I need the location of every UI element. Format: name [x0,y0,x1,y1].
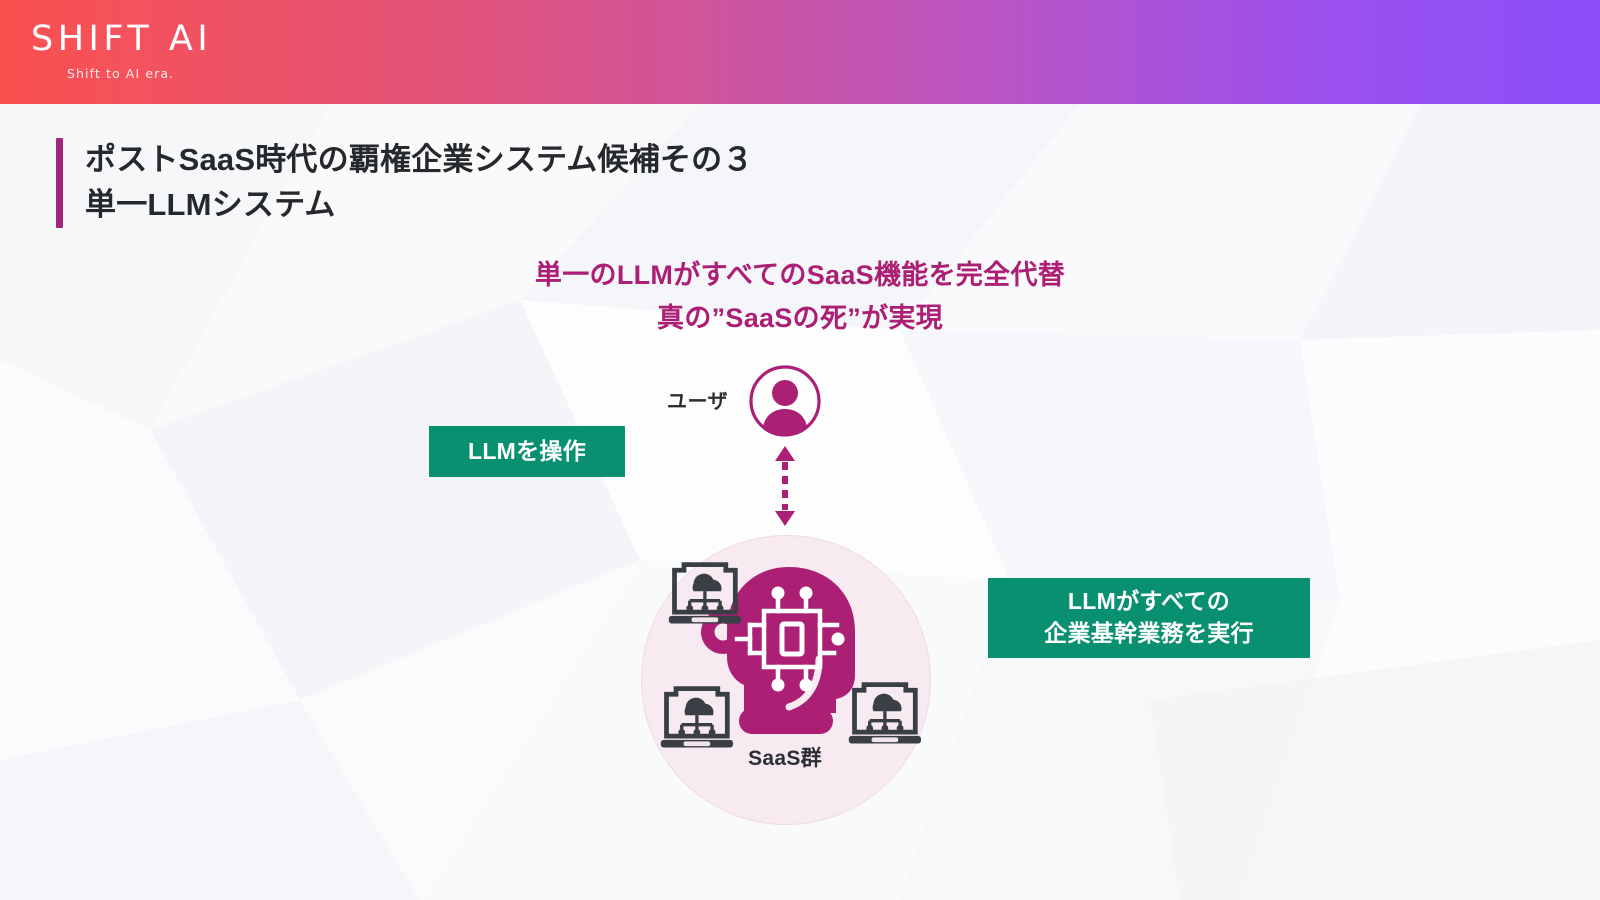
llm-hub-illustration [660,562,921,748]
page-title: ポストSaaS時代の覇権企業システム候補その３ 単一LLMシステム [56,138,754,228]
callout-right-line-1: LLMがすべての [1067,588,1231,615]
title-text-group: ポストSaaS時代の覇権企業システム候補その３ 単一LLMシステム [85,138,754,228]
user-avatar-icon [749,365,821,437]
bidirectional-arrow-icon [775,446,795,526]
title-accent-bar [56,138,63,228]
title-line-1: ポストSaaS時代の覇権企業システム候補その３ [85,142,754,177]
title-line-2: 単一LLMシステム [85,186,336,222]
hub-caption: SaaS群 [748,747,822,770]
header-bar: SHIFT AI Shift to AI era. [0,0,1600,104]
saas-laptop-icon-3 [848,682,921,744]
brand-logo: SHIFT AI Shift to AI era. [31,19,213,82]
callout-right-line-2: 企業基幹業務を実行 [1044,620,1254,646]
callout-left-line-1: LLMを操作 [467,437,587,464]
saas-laptop-icon-1 [668,562,741,624]
callout-llm-operate: LLMを操作 [429,426,625,477]
user-label: ユーザ [667,391,729,413]
logo-tagline: Shift to AI era. [67,66,175,81]
ai-head-icon [701,567,855,734]
callout-llm-executes-operations: LLMがすべての 企業基幹業務を実行 [988,578,1310,658]
logo-wordmark: SHIFT AI [31,19,213,59]
saas-laptop-icon-2 [660,686,733,748]
